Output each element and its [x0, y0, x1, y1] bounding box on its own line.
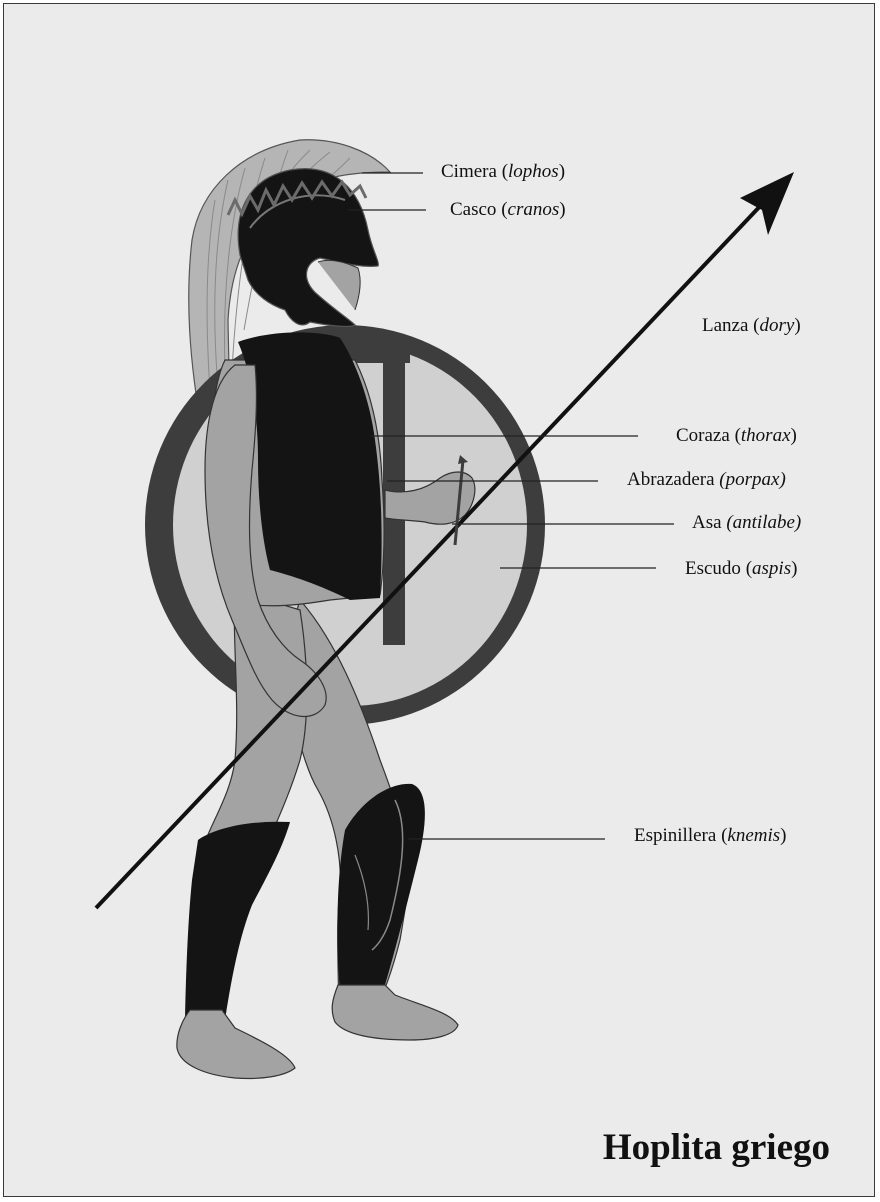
helmet: [228, 169, 378, 327]
label-asa-term: Asa: [692, 512, 722, 533]
label-lanza: Lanza (dory): [702, 316, 801, 335]
label-lanza-term: Lanza: [702, 315, 748, 336]
label-abrazadera-greek-text: porpax: [726, 469, 780, 490]
label-asa-greek: (antilabe): [726, 512, 801, 533]
label-espinillera-greek: knemis: [727, 825, 780, 846]
label-cimera: Cimera (lophos): [441, 162, 565, 181]
label-abrazadera-greek: (porpax): [719, 469, 785, 490]
label-espinillera: Espinillera (knemis): [634, 826, 786, 845]
label-casco-term: Casco: [450, 199, 496, 220]
label-casco-greek: cranos: [508, 199, 560, 220]
label-escudo: Escudo (aspis): [685, 559, 797, 578]
label-cimera-term: Cimera: [441, 161, 497, 182]
label-coraza: Coraza (thorax): [676, 426, 797, 445]
label-coraza-greek: thorax: [741, 425, 791, 446]
label-abrazadera-term: Abrazadera: [627, 469, 715, 490]
label-casco: Casco (cranos): [450, 200, 566, 219]
label-escudo-greek: aspis: [752, 558, 791, 579]
label-lanza-greek: dory: [759, 315, 794, 336]
label-asa-greek-text: antilabe: [733, 512, 795, 533]
label-coraza-term: Coraza: [676, 425, 730, 446]
label-asa: Asa (antilabe): [692, 513, 801, 532]
label-espinillera-term: Espinillera: [634, 825, 716, 846]
label-escudo-term: Escudo: [685, 558, 741, 579]
label-abrazadera: Abrazadera (porpax): [627, 470, 786, 489]
label-cimera-greek: lophos: [508, 161, 559, 182]
diagram-title: Hoplita griego: [603, 1129, 830, 1166]
